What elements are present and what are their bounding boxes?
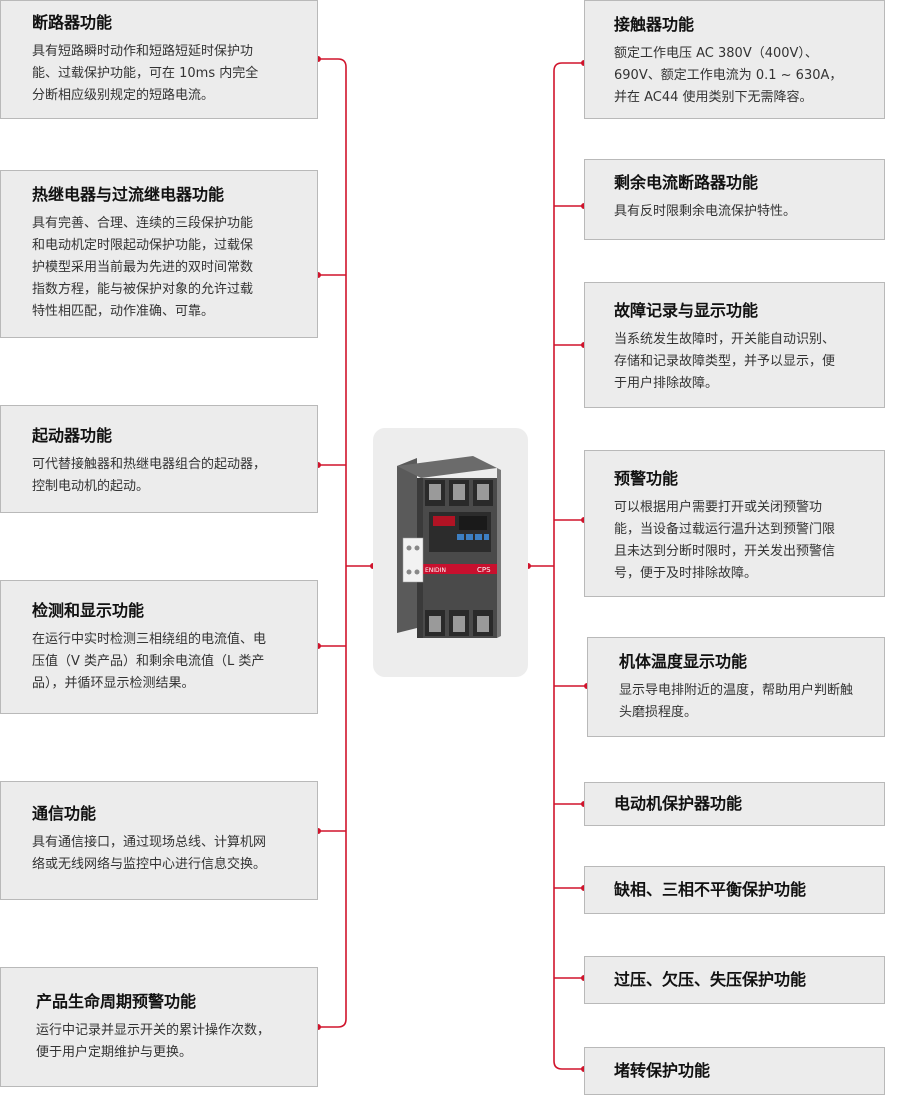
right-bracket [553, 62, 584, 1070]
feature-title: 检测和显示功能 [32, 601, 145, 620]
feature-title: 热继电器与过流继电器功能 [32, 185, 225, 204]
feature-box-circuit-breaker: 断路器功能 具有短路瞬时动作和短路短延时保护功 能、过载保护功能，可在 10ms… [0, 0, 318, 119]
feature-title: 预警功能 [614, 469, 679, 488]
feature-title: 缺相、三相不平衡保护功能 [614, 880, 807, 899]
product-image: ENIDIN CPS [397, 456, 501, 638]
feature-title: 断路器功能 [32, 13, 113, 32]
feature-desc: 额定工作电压 AC 380V（400V）、 690V、额定工作电流为 0.1 ~… [614, 46, 843, 105]
feature-title: 故障记录与显示功能 [614, 301, 759, 320]
feature-desc: 在运行中实时检测三相绕组的电流值、电 压值（V 类产品）和剩余电流值（L 类产 … [32, 632, 267, 691]
feature-box-motor-protector: 电动机保护器功能 [584, 782, 885, 826]
feature-title: 过压、欠压、失压保护功能 [614, 970, 807, 989]
feature-title: 产品生命周期预警功能 [36, 992, 197, 1011]
feature-title: 剩余电流断路器功能 [614, 173, 759, 192]
feature-box-thermal-relay: 热继电器与过流继电器功能 具有完善、合理、连续的三段保护功能 和电动机定时限起动… [0, 170, 318, 338]
feature-box-starter: 起动器功能 可代替接触器和热继电器组合的起动器， 控制电动机的起动。 [0, 405, 318, 513]
feature-desc: 可代替接触器和热继电器组合的起动器， 控制电动机的起动。 [32, 457, 267, 494]
feature-title: 电动机保护器功能 [614, 794, 743, 813]
feature-box-early-warning: 预警功能 可以根据用户需要打开或关闭预警功 能，当设备过载运行温升达到预警门限 … [584, 450, 885, 597]
feature-desc: 具有通信接口，通过现场总线、计算机网 络或无线网络与监控中心进行信息交换。 [32, 835, 267, 872]
feature-box-body-temperature: 机体温度显示功能 显示导电排附近的温度，帮助用户判断触 头磨损程度。 [587, 637, 885, 737]
feature-desc: 运行中记录并显示开关的累计操作次数， 便于用户定期维护与更换。 [36, 1023, 271, 1060]
feature-box-detection-display: 检测和显示功能 在运行中实时检测三相绕组的电流值、电 压值（V 类产品）和剩余电… [0, 580, 318, 714]
feature-box-communication: 通信功能 具有通信接口，通过现场总线、计算机网 络或无线网络与监控中心进行信息交… [0, 781, 318, 900]
feature-desc: 具有反时限剩余电流保护特性。 [614, 204, 797, 219]
feature-title: 接触器功能 [614, 15, 695, 34]
left-bracket [318, 58, 347, 1028]
feature-desc: 具有完善、合理、连续的三段保护功能 和电动机定时限起动保护功能，过载保 护模型采… [32, 216, 254, 319]
feature-desc: 当系统发生故障时，开关能自动识别、 存储和记录故障类型，并予以显示，便 于用户排… [614, 332, 836, 391]
feature-desc: 具有短路瞬时动作和短路短延时保护功 能、过载保护功能，可在 10ms 内完全 分… [32, 44, 259, 103]
feature-box-voltage-protection: 过压、欠压、失压保护功能 [584, 956, 885, 1004]
feature-box-lifecycle-warning: 产品生命周期预警功能 运行中记录并显示开关的累计操作次数， 便于用户定期维护与更… [0, 967, 318, 1087]
product-model: CPS [477, 566, 491, 574]
feature-box-residual-current: 剩余电流断路器功能 具有反时限剩余电流保护特性。 [584, 159, 885, 240]
feature-title: 堵转保护功能 [614, 1061, 711, 1080]
feature-title: 机体温度显示功能 [619, 652, 748, 671]
feature-box-phase-loss: 缺相、三相不平衡保护功能 [584, 866, 885, 914]
feature-box-fault-record: 故障记录与显示功能 当系统发生故障时，开关能自动识别、 存储和记录故障类型，并予… [584, 282, 885, 408]
feature-box-contactor: 接触器功能 额定工作电压 AC 380V（400V）、 690V、额定工作电流为… [584, 0, 885, 119]
feature-title: 通信功能 [32, 804, 97, 823]
feature-title: 起动器功能 [32, 426, 113, 445]
feature-desc: 显示导电排附近的温度，帮助用户判断触 头磨损程度。 [619, 683, 854, 720]
feature-box-locked-rotor: 堵转保护功能 [584, 1047, 885, 1095]
feature-desc: 可以根据用户需要打开或关闭预警功 能，当设备过载运行温升达到预警门限 且未达到分… [614, 500, 836, 581]
product-brand: ENIDIN [425, 567, 446, 574]
